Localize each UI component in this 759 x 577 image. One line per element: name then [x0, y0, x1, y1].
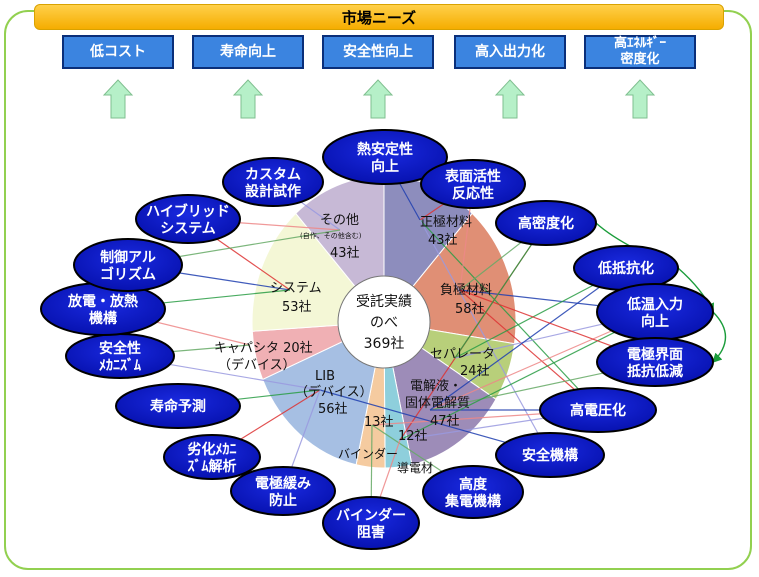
oval-label: カスタム [245, 167, 301, 183]
need-box-longer-life: 寿命向上 [192, 35, 304, 69]
count-lib: 56社 [318, 401, 348, 417]
oval-label: ﾒｶﾆｽﾞﾑ [99, 357, 141, 374]
need-box-low-cost: 低コスト [62, 35, 174, 69]
oval-label: 低温入力 [626, 296, 683, 313]
label-cathode: 正極材料 [420, 214, 472, 230]
market-needs-banner: 市場ニーズ [34, 4, 724, 30]
label-capacitor: キャパシタ 20社 [214, 340, 313, 356]
oval-lifetime-prediction: 寿命予測 [115, 383, 241, 429]
oval-label: 防止 [269, 492, 297, 509]
label-other-sub: (自作、その他含む) [300, 231, 362, 240]
oval-label: 抵抗低減 [627, 363, 683, 380]
oval-low-resistance: 低抵抗化 [573, 245, 679, 291]
count-other: 43社 [330, 245, 360, 261]
connector-line [399, 311, 657, 441]
label-lib-2: （デバイス） [295, 384, 373, 400]
count-binder: 13社 [364, 414, 394, 430]
connector-line [454, 222, 547, 359]
up-arrow-icon [102, 79, 134, 119]
label-anode: 負極材料 [440, 282, 492, 298]
banner-title: 市場ニーズ [341, 8, 417, 27]
center-total: 受託実績 のべ 369社 [337, 275, 431, 369]
label-electrolyte-2: 固体電解質 [405, 396, 470, 411]
count-conductive: 12社 [398, 428, 428, 444]
oval-label: 反応性 [452, 185, 494, 202]
count-system: 53社 [282, 299, 312, 315]
center-line2: のべ [370, 315, 398, 331]
label-capacitor-2: （デバイス） [218, 357, 296, 373]
oval-label: 表面活性 [444, 168, 501, 185]
oval-label: 向上 [641, 313, 669, 330]
need-box-high-energy-density: 高ｴﾈﾙｷﾞｰ 密度化 [584, 35, 696, 69]
up-arrow-icon [494, 79, 526, 119]
oval-label: 高密度化 [518, 215, 574, 232]
oval-label: 電極緩み [255, 475, 311, 492]
consignment-pie [251, 175, 517, 469]
label-separator: セパレータ [430, 347, 495, 362]
need-box-safety: 安全性向上 [322, 35, 434, 69]
label-system: システム [270, 281, 322, 296]
oval-label: 設計試作 [245, 183, 301, 200]
center-line1: 受託実績 [356, 294, 412, 310]
center-line3: 369社 [364, 336, 405, 352]
pie-slice [261, 321, 385, 466]
connector-line [712, 311, 727, 363]
oval-safety-mechanism: 安全機構 [495, 432, 605, 478]
oval-label: 向上 [371, 158, 399, 175]
need-box-high-power: 高入出力化 [454, 35, 566, 69]
connector-line [419, 219, 551, 457]
count-anode: 58社 [455, 301, 485, 317]
count-electrolyte: 47社 [430, 413, 460, 429]
oval-high-density: 高密度化 [495, 200, 597, 246]
connector-line [419, 219, 599, 411]
oval-label: 集電機構 [444, 493, 501, 510]
oval-label: 制御アル [100, 249, 156, 266]
up-arrow-icon [624, 79, 656, 119]
oval-high-voltage: 高電圧化 [539, 387, 657, 433]
oval-label: バインダー [336, 507, 406, 524]
oval-label: ゴリズム [100, 266, 156, 283]
label-lib: LIB [315, 369, 335, 384]
oval-label: 寿命予測 [150, 398, 206, 415]
oval-label: 機構 [89, 310, 117, 327]
label-binder: バインダー [338, 446, 398, 461]
oval-label: 熱安定性 [357, 141, 413, 158]
pie-labels: 正極材料 43社 負極材料 58社 セパレータ 24社 電解液・ 固体電解質 4… [214, 213, 495, 475]
oval-label: 阻害 [357, 524, 385, 541]
label-conductive: 導電材 [397, 461, 433, 475]
oval-label: 高度 [459, 476, 488, 493]
oval-label: 低抵抗化 [597, 260, 654, 277]
oval-label: システム [160, 221, 216, 237]
oval-label: 安全機構 [522, 447, 578, 464]
oval-label: 安全性 [99, 340, 141, 357]
up-arrow-icon [362, 79, 394, 119]
oval-label: ｽﾞﾑ解析 [188, 458, 237, 475]
oval-label: 放電・放熱 [67, 293, 138, 310]
oval-label: 電極界面 [627, 346, 683, 363]
connector-line [429, 267, 627, 411]
oval-label: ハイブリッド [146, 203, 230, 220]
count-separator: 24社 [460, 363, 490, 379]
oval-label: 劣化ﾒｶﾆ [188, 441, 237, 458]
oval-label: 高電圧化 [570, 402, 626, 419]
label-electrolyte: 電解液・ [410, 379, 462, 394]
label-other: その他 [320, 213, 359, 228]
up-arrow-icon [232, 79, 264, 119]
count-cathode: 43社 [428, 232, 458, 248]
